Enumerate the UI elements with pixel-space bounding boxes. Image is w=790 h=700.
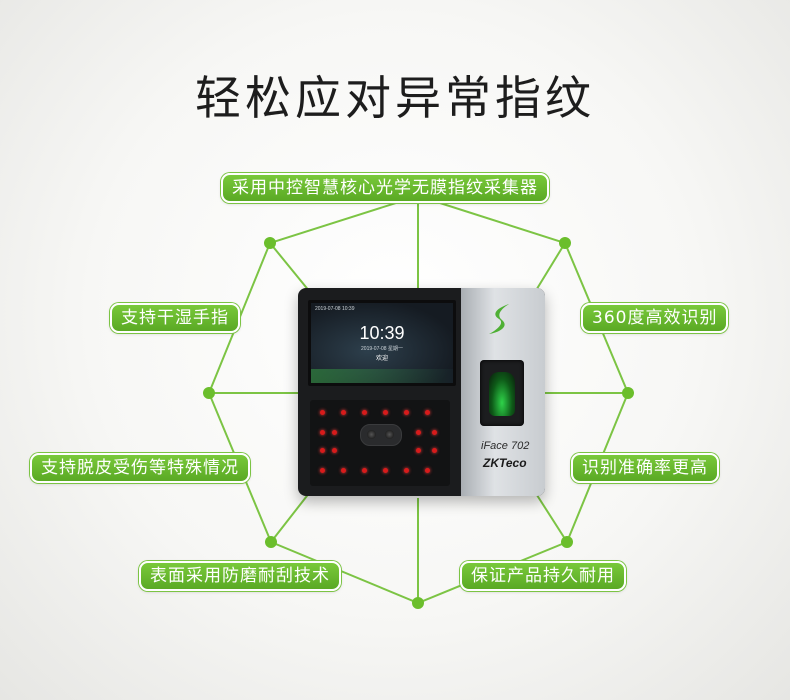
node-dot — [559, 237, 571, 249]
ir-led-icon — [320, 430, 325, 435]
ir-led-icon — [383, 410, 388, 415]
zkteco-s-logo-icon — [489, 304, 509, 334]
fingerprint-glass — [489, 372, 515, 416]
node-dot — [561, 536, 573, 548]
ir-led-icon — [341, 410, 346, 415]
node-dot — [622, 387, 634, 399]
screen-bottom-bar — [311, 369, 453, 383]
node-dot — [264, 237, 276, 249]
ir-led-icon — [320, 410, 325, 415]
device-brand-label: ZKTeco — [483, 456, 527, 470]
feature-label-right-lower: 保证产品持久耐用 — [460, 561, 626, 591]
ir-led-icon — [320, 468, 325, 473]
ir-led-icon — [404, 468, 409, 473]
ir-led-icon — [332, 448, 337, 453]
ir-led-icon — [362, 468, 367, 473]
ir-led-icon — [416, 448, 421, 453]
node-dot — [412, 597, 424, 609]
ir-led-icon — [416, 430, 421, 435]
screen-time: 10:39 — [359, 323, 405, 343]
node-dot — [265, 536, 277, 548]
fingerprint-sensor — [480, 360, 524, 426]
attendance-device: 2019-07-08 10:39 10:39 2019-07-08 星期一 欢迎 — [298, 288, 545, 496]
ir-led-icon — [332, 430, 337, 435]
face-camera-icon — [360, 424, 402, 446]
node-dot — [203, 387, 215, 399]
ir-led-icon — [383, 468, 388, 473]
ir-led-panel — [310, 400, 450, 486]
device-model-label: iFace 702 — [481, 440, 530, 452]
ir-led-icon — [425, 410, 430, 415]
page-title: 轻松应对异常指纹 — [195, 71, 595, 125]
screen-date: 2019-07-08 星期一 — [361, 346, 403, 352]
device-screen: 2019-07-08 10:39 10:39 2019-07-08 星期一 欢迎 — [308, 300, 456, 386]
ir-led-icon — [320, 448, 325, 453]
ir-led-icon — [432, 430, 437, 435]
feature-label-left-upper: 支持干湿手指 — [110, 303, 240, 333]
ir-led-icon — [404, 410, 409, 415]
ir-led-icon — [432, 448, 437, 453]
device-side-panel: iFace 702 ZKTeco — [461, 288, 545, 496]
feature-label-right-middle: 识别准确率更高 — [571, 453, 719, 483]
ir-led-icon — [425, 468, 430, 473]
screen-status-line: 2019-07-08 10:39 — [315, 306, 355, 312]
feature-label-left-lower: 表面采用防磨耐刮技术 — [139, 561, 341, 591]
feature-label-top: 采用中控智慧核心光学无膜指纹采集器 — [221, 173, 549, 203]
ir-led-icon — [362, 410, 367, 415]
feature-label-left-middle: 支持脱皮受伤等特殊情况 — [30, 453, 250, 483]
ir-led-icon — [341, 468, 346, 473]
feature-label-right-upper: 360度高效识别 — [581, 303, 729, 333]
screen-welcome: 欢迎 — [375, 355, 388, 362]
